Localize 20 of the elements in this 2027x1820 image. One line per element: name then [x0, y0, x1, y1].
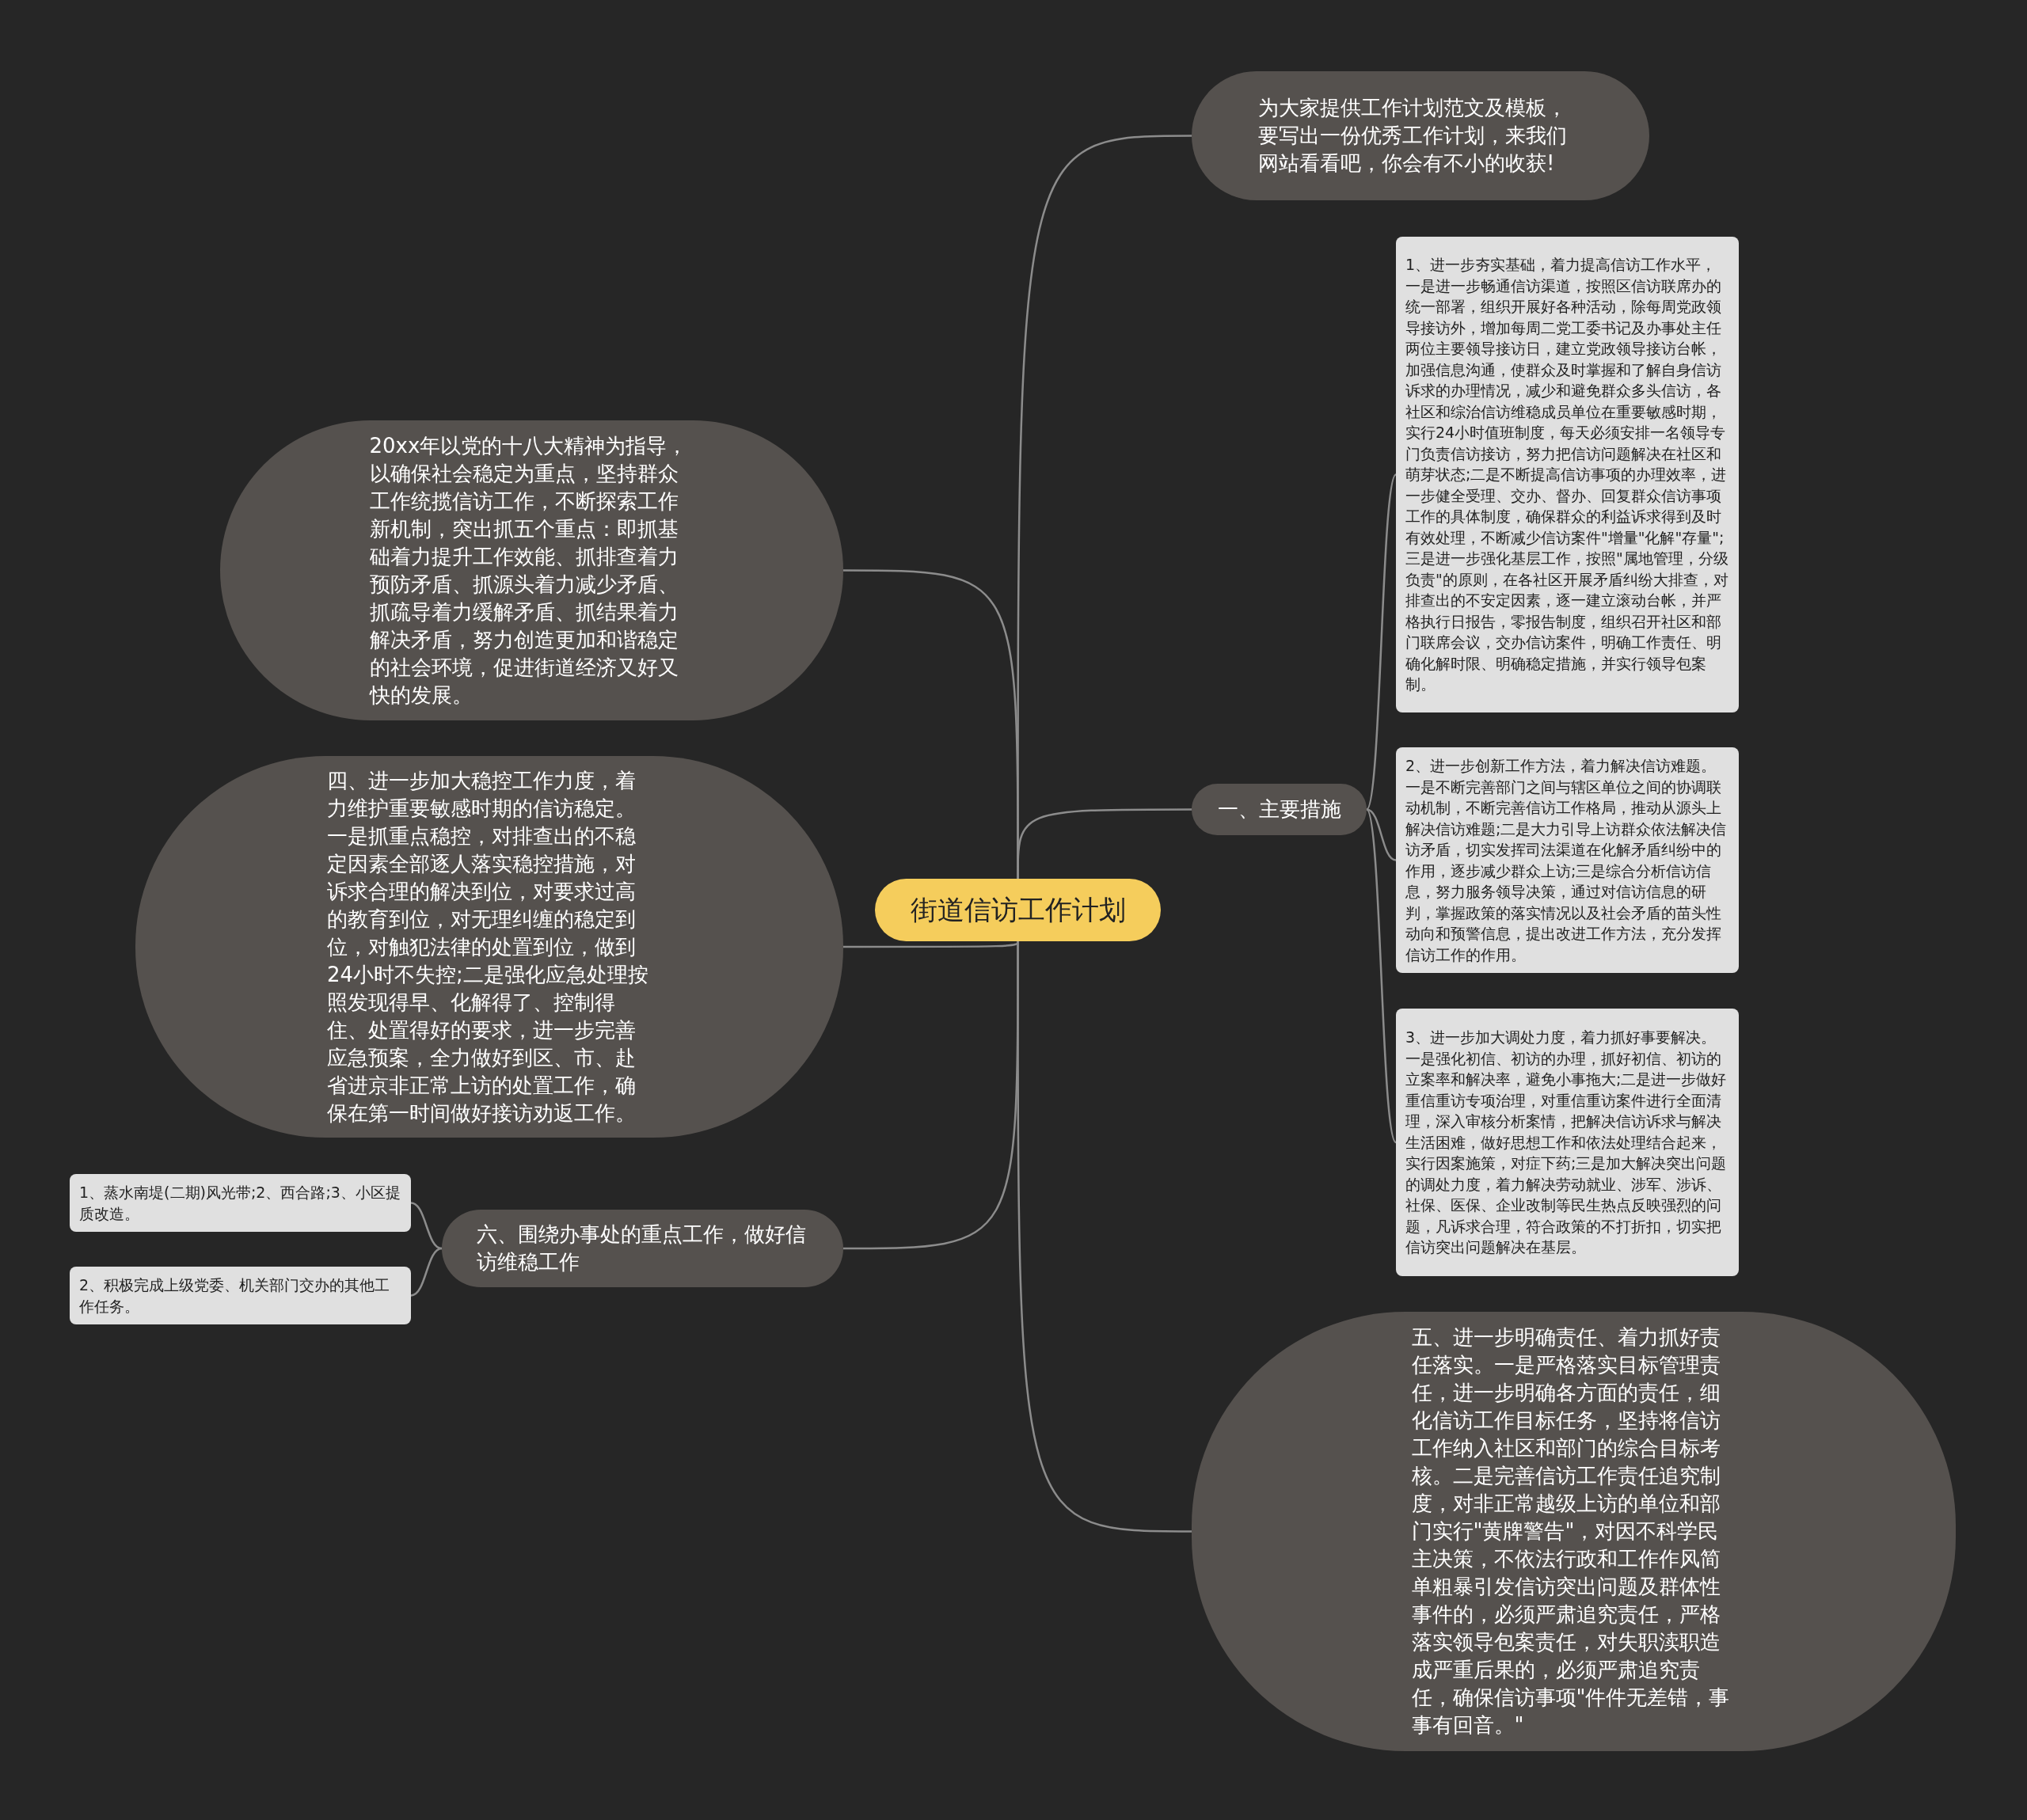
topic-bubble: 一、主要措施: [1192, 784, 1367, 835]
topic-bubble: 20xx年以党的十八大精神为指导，以确保社会稳定为重点，坚持群众工作统揽信访工作，不断探索工作新机制，突出抓五个重点：即抓基础着力提升工作效能、抓排查着力预防矛盾、抓源头着力减少矛盾、抓疏导着力缓解矛盾、抓结果着力解决矛盾，努力创造更加和谐稳定的社会环境，促进街道经济又好又快的发展。: [220, 420, 843, 720]
topic-bubble: 五、进一步明确责任、着力抓好责任落实。一是严格落实目标管理责任，进一步明确各方面的责任，细化信访工作目标任务，坚持将信访工作纳入社区和部门的综合目标考核。二是完善信访工作责任追究制度，对非正常越级上访的单位和部门实行"黄牌警告"，对因不科学民主决策，不依法行政和工作作风简单粗暴引发信访突出问题及群体性事件的，必须严肃追究责任，严格落实领导包案责任，对失职渎职造成严重后果的，必须严肃追究责任，确保信访事项"件件无差错，事事有回音。": [1192, 1312, 1956, 1751]
text-card: 2、进一步创新工作方法，着力解决信访难题。一是不断完善部门之间与辖区单位之间的协调联动机制，不断完善信访工作格局，推动从源头上解决信访难题;二是大力引导上访群众依法解决信访矛盾，切实发挥司法渠道在化解矛盾纠纷中的作用，逐步减少群众上访;三是综合分析信访信息，努力服务领导决策，通过对信访信息的研判，掌握政策的落实情况以及社会矛盾的苗头性动向和预警信息，提出改进工作方法，充分发挥信访工作的作用。: [1396, 747, 1739, 973]
text-card: 2、积极完成上级党委、机关部门交办的其他工作任务。: [70, 1267, 411, 1324]
connector-line: [1017, 941, 1192, 1533]
topic-bubble: 为大家提供工作计划范文及模板，要写出一份优秀工作计划，来我们网站看看吧，你会有不小的收获!: [1192, 71, 1649, 200]
connector-line: [843, 940, 1019, 948]
connector-line: [410, 1247, 443, 1297]
text-card: 3、进一步加大调处力度，着力抓好事要解决。一是强化初信、初访的办理，抓好初信、初访的立案率和解决率，避免小事拖大;二是进一步做好重信重访专项治理，对重信重访案件进行全面清理，深入审核分析案情，把解决信访诉求与解决生活困难，做好思想工作和依法处理结合起来，实行因案施策，对症下药;三是加大解决突出问题的调处力度，着力解决劳动就业、涉军、涉诉、社保、医保、企业改制等民生热点反映强烈的问题，凡诉求合理，符合政策的不打折扣，切实把信访突出问题解决在基层。: [1396, 1009, 1739, 1276]
connector-line: [1366, 808, 1397, 861]
connector-line: [410, 1202, 443, 1250]
topic-bubble: 四、进一步加大稳控工作力度，着力维护重要敏感时期的信访稳定。一是抓重点稳控，对排查出的不稳定因素全部逐人落实稳控措施，对诉求合理的解决到位，对要求过高的教育到位，对无理纠缠的稳定到位，对触犯法律的处置到位，做到24小时不失控;二是强化应急处理按照发现得早、化解得了、控制得住、处置得好的要求，进一步完善应急预案，全力做好到区、市、赴省进京非正常上访的处置工作，确保在第一时间做好接访劝返工作。: [135, 756, 843, 1138]
text-card: 1、进一步夯实基础，着力提高信访工作水平，一是进一步畅通信访渠道，按照区信访联席办的统一部署，组织开展好各种活动，除每周党政领导接访外，增加每周二党工委书记及办事处主任两位主要领导接访日，建立党政领导接访台帐，加强信息沟通，使群众及时掌握和了解自身信访诉求的办理情况，减少和避免群众多头信访，各社区和综治信访维稳成员单位在重要敏感时期，实行24小时值班制度，每天必须安排一名领导专门负责信访接访，努力把信访问题解决在社区和萌芽状态;二是不断提高信访事项的办理效率，进一步健全受理、交办、督办、回复群众信访事项工作的具体制度，确保群众的利益诉求得到及时有效处理，不断减少信访案件"增量"化解"存量";三是进一步强化基层工作，按照"属地管理，分级负责"的原则，在各社区开展矛盾纠纷大排查，对排查出的不安定因素，逐一建立滚动台帐，并严格执行日报告，零报告制度，组织召开社区和部门联席会议，交办信访案件，明确工作责任、明确化解时限、明确稳定措施，并实行领导包案制。: [1396, 237, 1739, 712]
central-topic: 街道信访工作计划: [875, 879, 1161, 941]
connector-line: [1365, 808, 1398, 1143]
topic-bubble: 六、围绕办事处的重点工作，做好信访维稳工作: [442, 1210, 843, 1287]
connector-line: [1365, 473, 1398, 811]
text-card: 1、蒸水南堤(二期)风光带;2、西合路;3、小区提质改造。: [70, 1174, 411, 1232]
connector-line: [1017, 808, 1192, 879]
